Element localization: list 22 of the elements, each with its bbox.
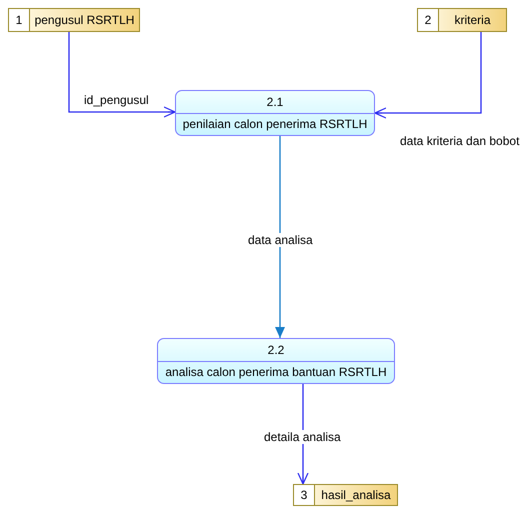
node-number: 1	[16, 13, 22, 27]
arrow	[374, 32, 482, 119]
edge-label: detaila analisa	[262, 430, 343, 444]
node-label: penilaian calon penerima RSRTLH	[182, 117, 368, 132]
node-number: 2	[424, 13, 432, 27]
node-label: analisa calon penerima bantuan RSRTLH	[165, 365, 387, 380]
edge-label: data analisa	[246, 233, 315, 247]
arrow	[68, 32, 176, 118]
node-number: 3	[300, 488, 308, 502]
node-label: hasil_analisa	[321, 488, 391, 502]
process-box	[175, 90, 375, 136]
arrow	[275, 136, 285, 338]
process-box	[157, 338, 395, 384]
data-store-box	[8, 8, 140, 32]
node-label: kriteria	[454, 13, 490, 27]
data-store-box	[293, 484, 398, 506]
node-number: 2.1	[266, 94, 284, 109]
node-label: pengusul RSRTLH	[34, 13, 134, 27]
edge-label: data kriteria dan bobot	[398, 134, 522, 148]
node-number: 2.2	[268, 342, 284, 357]
edge-label: id_pengusul	[82, 93, 151, 107]
data-store-box	[417, 8, 507, 32]
